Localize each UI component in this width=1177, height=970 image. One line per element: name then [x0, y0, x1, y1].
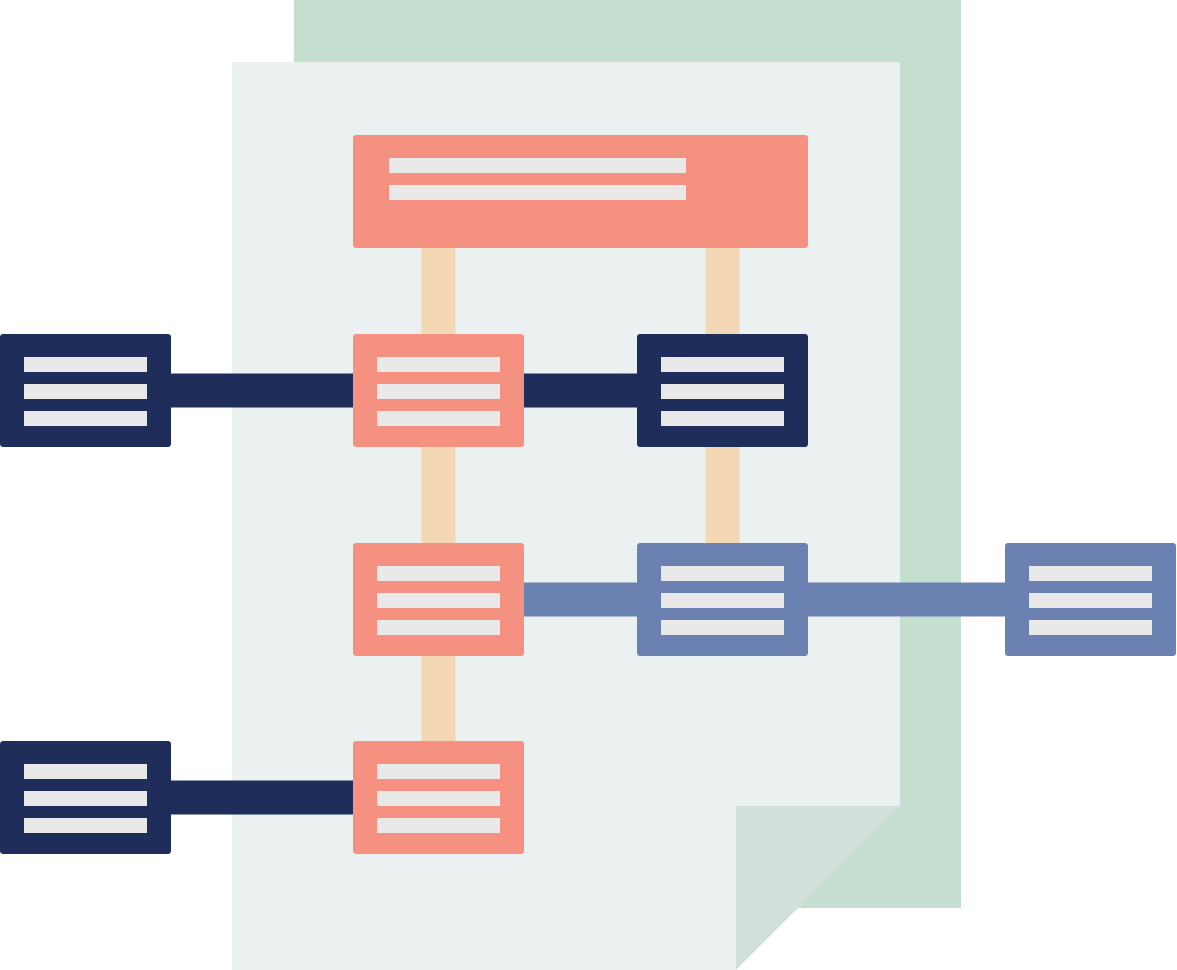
node-row2-center-text-line-1: [377, 566, 500, 581]
node-row3-center-text-line-2: [377, 791, 500, 806]
node-row2-center-text-line-3: [377, 620, 500, 635]
node-header-text-line-1: [389, 158, 686, 173]
node-row1-right-text-line-2: [661, 384, 784, 399]
node-header-text-line-2: [389, 185, 686, 200]
node-row2-right-external-text-line-2: [1029, 593, 1152, 608]
node-row1-left-external-text-line-1: [24, 357, 147, 372]
node-row2-right-text-line-1: [661, 566, 784, 581]
horizontal-connector-10: [171, 780, 353, 815]
vertical-connector-2: [705, 248, 740, 334]
vertical-connector-3: [421, 447, 456, 543]
vertical-connector-5: [421, 656, 456, 741]
horizontal-connector-9: [808, 582, 1005, 617]
node-row3-center-text-line-3: [377, 818, 500, 833]
node-row2-right-external-text-line-1: [1029, 566, 1152, 581]
node-row2-right-text-line-2: [661, 593, 784, 608]
horizontal-connector-7: [524, 373, 637, 408]
node-row1-right-text-line-1: [661, 357, 784, 372]
node-row2-center-text-line-2: [377, 593, 500, 608]
node-row1-center-text-line-3: [377, 411, 500, 426]
horizontal-connector-8: [524, 582, 637, 617]
horizontal-connector-6: [171, 373, 353, 408]
node-row1-left-external-text-line-2: [24, 384, 147, 399]
node-row1-center-text-line-1: [377, 357, 500, 372]
node-row1-center-text-line-2: [377, 384, 500, 399]
vertical-connector-4: [705, 447, 740, 543]
node-row3-left-external-text-line-2: [24, 791, 147, 806]
folded-corner: [736, 806, 900, 970]
node-row3-left-external-text-line-1: [24, 764, 147, 779]
node-row2-right-external-text-line-3: [1029, 620, 1152, 635]
node-row1-left-external-text-line-3: [24, 411, 147, 426]
node-row1-right-text-line-3: [661, 411, 784, 426]
node-row3-center-text-line-1: [377, 764, 500, 779]
node-row3-left-external-text-line-3: [24, 818, 147, 833]
vertical-connector-1: [421, 248, 456, 334]
node-row2-right-text-line-3: [661, 620, 784, 635]
